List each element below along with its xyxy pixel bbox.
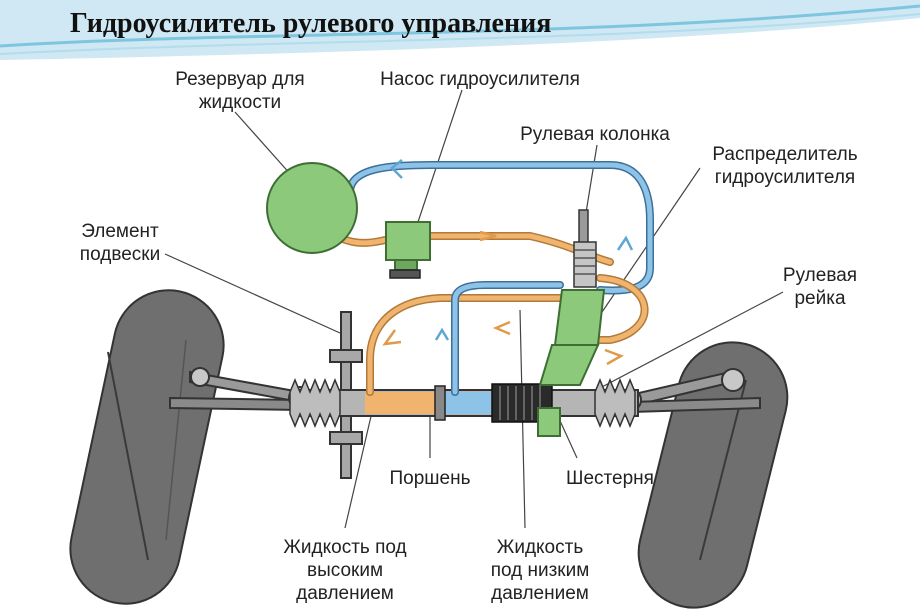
fluid-reservoir [266, 162, 358, 254]
steering-rack [299, 383, 639, 423]
label-high-pressure-fluid: Жидкость под высоким давлением [283, 537, 407, 604]
label-steering-column: Рулевая колонка [520, 124, 670, 145]
steering-column [573, 209, 597, 288]
label-low-pressure-fluid: Жидкость под низким давлением [490, 537, 590, 604]
power-steering-pump [385, 221, 431, 279]
label-pinion: Шестерня [566, 468, 654, 489]
header-banner [0, 0, 920, 60]
label-piston: Поршень [389, 468, 471, 489]
left-wheel [69, 289, 225, 605]
distributor-valve [537, 289, 606, 437]
label-reservoir: Резервуар для жидкости [175, 69, 305, 113]
label-steering-rack: Рулевая рейка [782, 265, 858, 309]
page-title: Гидроусилитель рулевого управления [70, 8, 552, 39]
label-pump: Насос гидроусилителя [380, 69, 580, 90]
label-distributor: Распределитель гидроусилителя [712, 144, 858, 188]
label-suspension: Элемент подвески [79, 221, 161, 265]
